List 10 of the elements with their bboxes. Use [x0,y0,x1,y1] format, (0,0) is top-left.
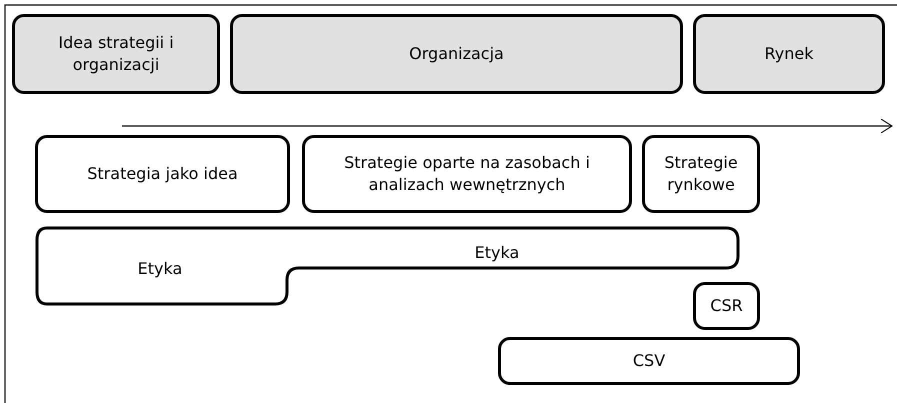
category-box: Idea strategii i organizacji [12,14,220,94]
category-box: Organizacja [230,14,683,94]
strategy-box: Strategie oparte na zasobach i analizach wewnętrznych [302,135,632,213]
box-label: Etyka [474,242,520,264]
strategy-box: Strategia jako idea [35,135,290,213]
concept-box: CSR [693,282,760,330]
box-label: Etyka [136,258,184,280]
concept-box: CSV [498,337,800,385]
category-box: Rynek [693,14,885,94]
strategy-box: Strategie rynkowe [642,135,760,213]
